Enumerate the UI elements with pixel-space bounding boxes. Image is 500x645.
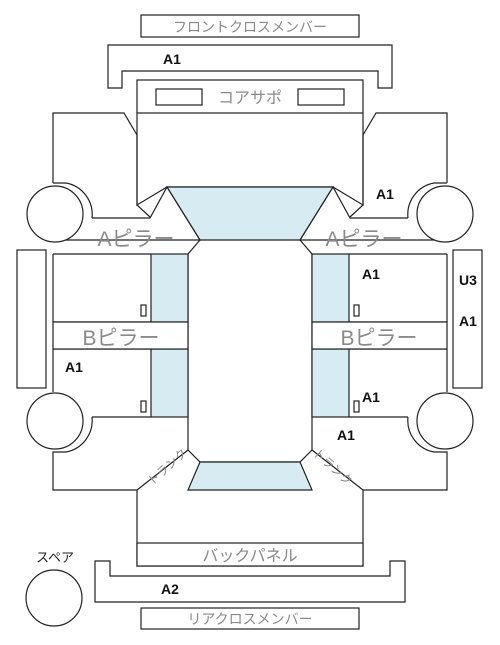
left-rear-handle (140, 400, 147, 413)
rear-right-wheel[interactable] (416, 392, 474, 450)
right-front-handle (353, 304, 360, 317)
left-b-pillar-band[interactable] (52, 321, 189, 350)
left-front-arch (53, 182, 93, 219)
left-rear-quarter[interactable] (52, 416, 189, 491)
spare-label: スペア (36, 550, 74, 565)
rear-cross-member-label: リアクロスメンバー (187, 611, 312, 627)
right-a-pillar-label: Aピラー (325, 228, 402, 251)
right-b-pillar-band[interactable] (311, 321, 448, 350)
front-cross-member-label: フロントクロスメンバー (173, 19, 327, 35)
left-rear-window[interactable] (150, 348, 189, 418)
right-trunk-label: トランク (310, 446, 355, 489)
back-panel-label: バックパネル (202, 547, 297, 565)
windshield[interactable] (165, 186, 335, 241)
left-front-fender[interactable] (52, 112, 151, 218)
rear-left-wheel[interactable] (26, 392, 84, 450)
right-side-a-grade: A1 (459, 313, 477, 329)
front-bumper-outline[interactable] (107, 44, 393, 89)
right-b-pillar-label: Bピラー (340, 327, 417, 350)
rear-bumper-outline[interactable] (94, 560, 406, 603)
left-front-door[interactable] (52, 254, 151, 323)
left-side-skirt[interactable] (16, 249, 47, 389)
front-right-wheel[interactable] (416, 185, 474, 243)
roof-outline[interactable] (187, 239, 313, 463)
right-rear-quarter[interactable] (311, 416, 448, 491)
rear-cross-member-box[interactable] (140, 607, 360, 630)
core-support-label: コアサポ (218, 89, 282, 107)
front-member-grade: A1 (163, 51, 181, 67)
right-side-u-grade: U3 (459, 272, 477, 288)
right-front-door[interactable] (349, 254, 448, 323)
left-front-handle (140, 304, 147, 317)
left-headlight (155, 88, 203, 106)
right-headlight (297, 88, 345, 106)
right-front-fender-grade: A1 (376, 186, 394, 202)
left-trunk-label: トランク (145, 446, 190, 489)
left-rear-door-grade: A1 (65, 359, 83, 375)
front-cross-member-box[interactable] (140, 14, 360, 38)
right-rear-window[interactable] (311, 348, 350, 418)
left-a-pillar-label: Aピラー (97, 228, 174, 251)
right-rear-handle (353, 400, 360, 413)
right-side-skirt[interactable] (452, 249, 483, 389)
spare-wheel[interactable] (25, 569, 83, 627)
back-panel-box[interactable] (136, 542, 364, 567)
rear-member-grade: A2 (161, 581, 179, 597)
rear-window[interactable] (187, 461, 313, 491)
front-left-wheel[interactable] (26, 185, 84, 243)
left-front-window[interactable] (150, 253, 189, 323)
right-front-door-grade: A1 (362, 266, 380, 282)
right-rear-quarter-grade: A1 (337, 427, 355, 443)
right-front-arch (407, 182, 447, 219)
left-b-pillar-label: Bピラー (82, 327, 159, 350)
right-front-fender[interactable] (349, 112, 448, 218)
right-front-window[interactable] (311, 253, 350, 323)
right-rear-door-grade: A1 (362, 389, 380, 405)
